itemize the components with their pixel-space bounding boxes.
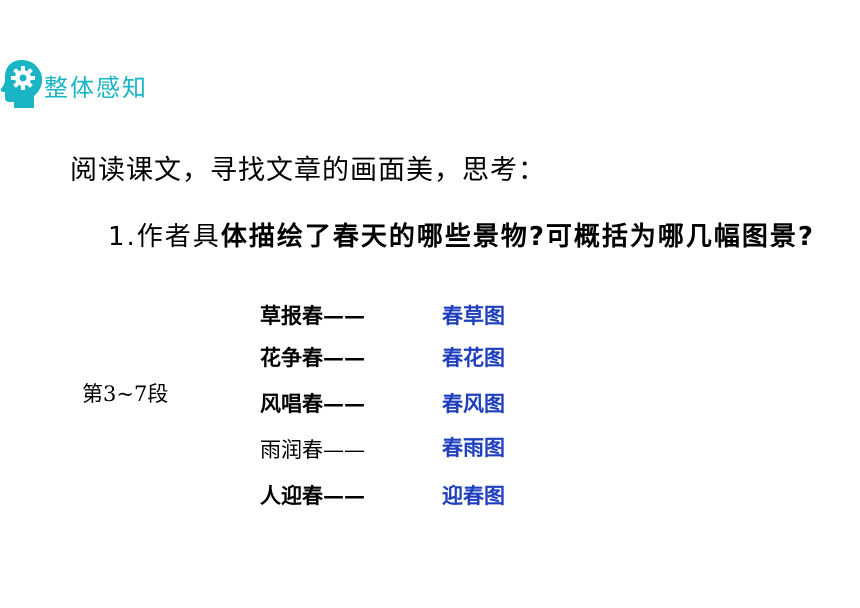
section-title: 整体感知 <box>44 74 148 102</box>
scene-answer: 春雨图 <box>442 435 505 460</box>
scene-label: 草报春—— <box>260 303 365 328</box>
scene-label: 雨润春—— <box>260 438 365 462</box>
list-item: 风唱春—— 春风图 <box>260 388 560 420</box>
list-item: 花争春—— 春花图 <box>260 342 560 374</box>
question-part-2: 体描绘了春天的哪些景物?可概括为哪几幅图景? <box>220 222 815 252</box>
scene-answer: 春花图 <box>442 345 505 370</box>
scene-answer: 春风图 <box>442 391 505 416</box>
scene-answer: 迎春图 <box>442 483 505 508</box>
scene-label: 风唱春—— <box>260 391 365 416</box>
list-item: 人迎春—— 迎春图 <box>260 480 560 512</box>
head-gear-icon <box>0 60 43 108</box>
paragraph-range-label: 第3~7段 <box>82 382 169 406</box>
question-part-1: 1.作者具 <box>108 222 221 252</box>
question-text: 1.作者具体描绘了春天的哪些景物?可概括为哪几幅图景? <box>108 216 828 258</box>
list-item: 雨润春—— 春雨图 <box>260 434 560 466</box>
scene-answer: 春草图 <box>442 303 505 328</box>
list-item: 草报春—— 春草图 <box>260 300 560 332</box>
instruction-text: 阅读课文，寻找文章的画面美，思考： <box>70 155 546 186</box>
scene-label: 人迎春—— <box>260 483 365 508</box>
scene-label: 花争春—— <box>260 345 365 370</box>
section-header: 整体感知 <box>0 58 300 108</box>
